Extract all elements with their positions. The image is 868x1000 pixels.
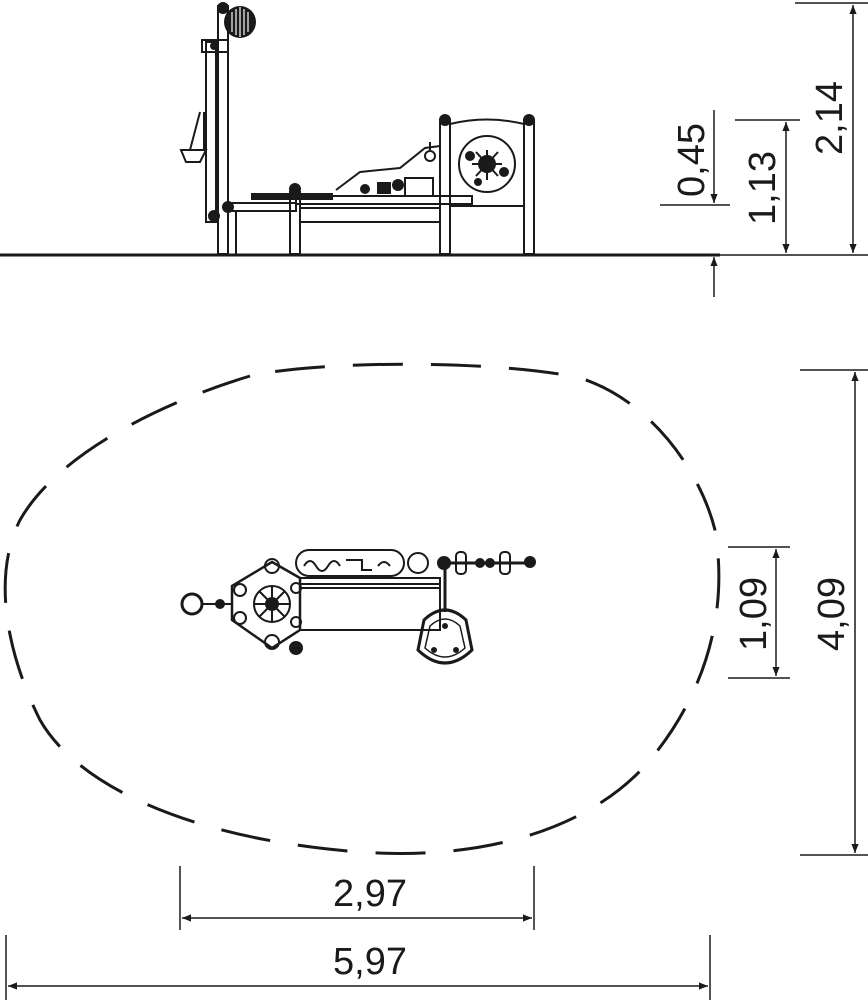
ship-wheel-side <box>224 6 256 38</box>
dim-equipment-depth-label: 1,09 <box>733 577 775 651</box>
dimension-area-length: 5,97 <box>5 935 711 1000</box>
dim-area-depth-label: 4,09 <box>811 577 853 651</box>
dim-platform-label: 1,13 <box>742 151 784 225</box>
dimension-equipment-length: 2,97 <box>179 866 535 930</box>
dimension-area-depth: 4,09 <box>800 369 868 856</box>
plan-view: 2,97 5,97 1,09 4,09 <box>3 362 868 1000</box>
safety-area-outline <box>3 362 721 855</box>
dimension-platform-height: 1,13 <box>735 119 800 253</box>
elevation-view: 0,45 1,13 2,14 <box>0 2 868 297</box>
shield-panel <box>439 114 535 255</box>
low-deck <box>222 183 333 255</box>
plan-equipment <box>180 549 536 665</box>
dimension-equipment-depth: 1,09 <box>728 546 790 679</box>
dim-area-length-label: 5,97 <box>333 941 407 983</box>
swing-mast <box>179 2 229 255</box>
dimension-free-fall-height: 0,45 <box>660 110 730 297</box>
dimension-total-height: 2,14 <box>720 2 868 256</box>
dim-total-height-label: 2,14 <box>809 81 851 155</box>
dim-free-fall-label: 0,45 <box>671 123 713 197</box>
dim-equipment-length-label: 2,97 <box>333 873 407 915</box>
main-deck <box>295 142 473 223</box>
